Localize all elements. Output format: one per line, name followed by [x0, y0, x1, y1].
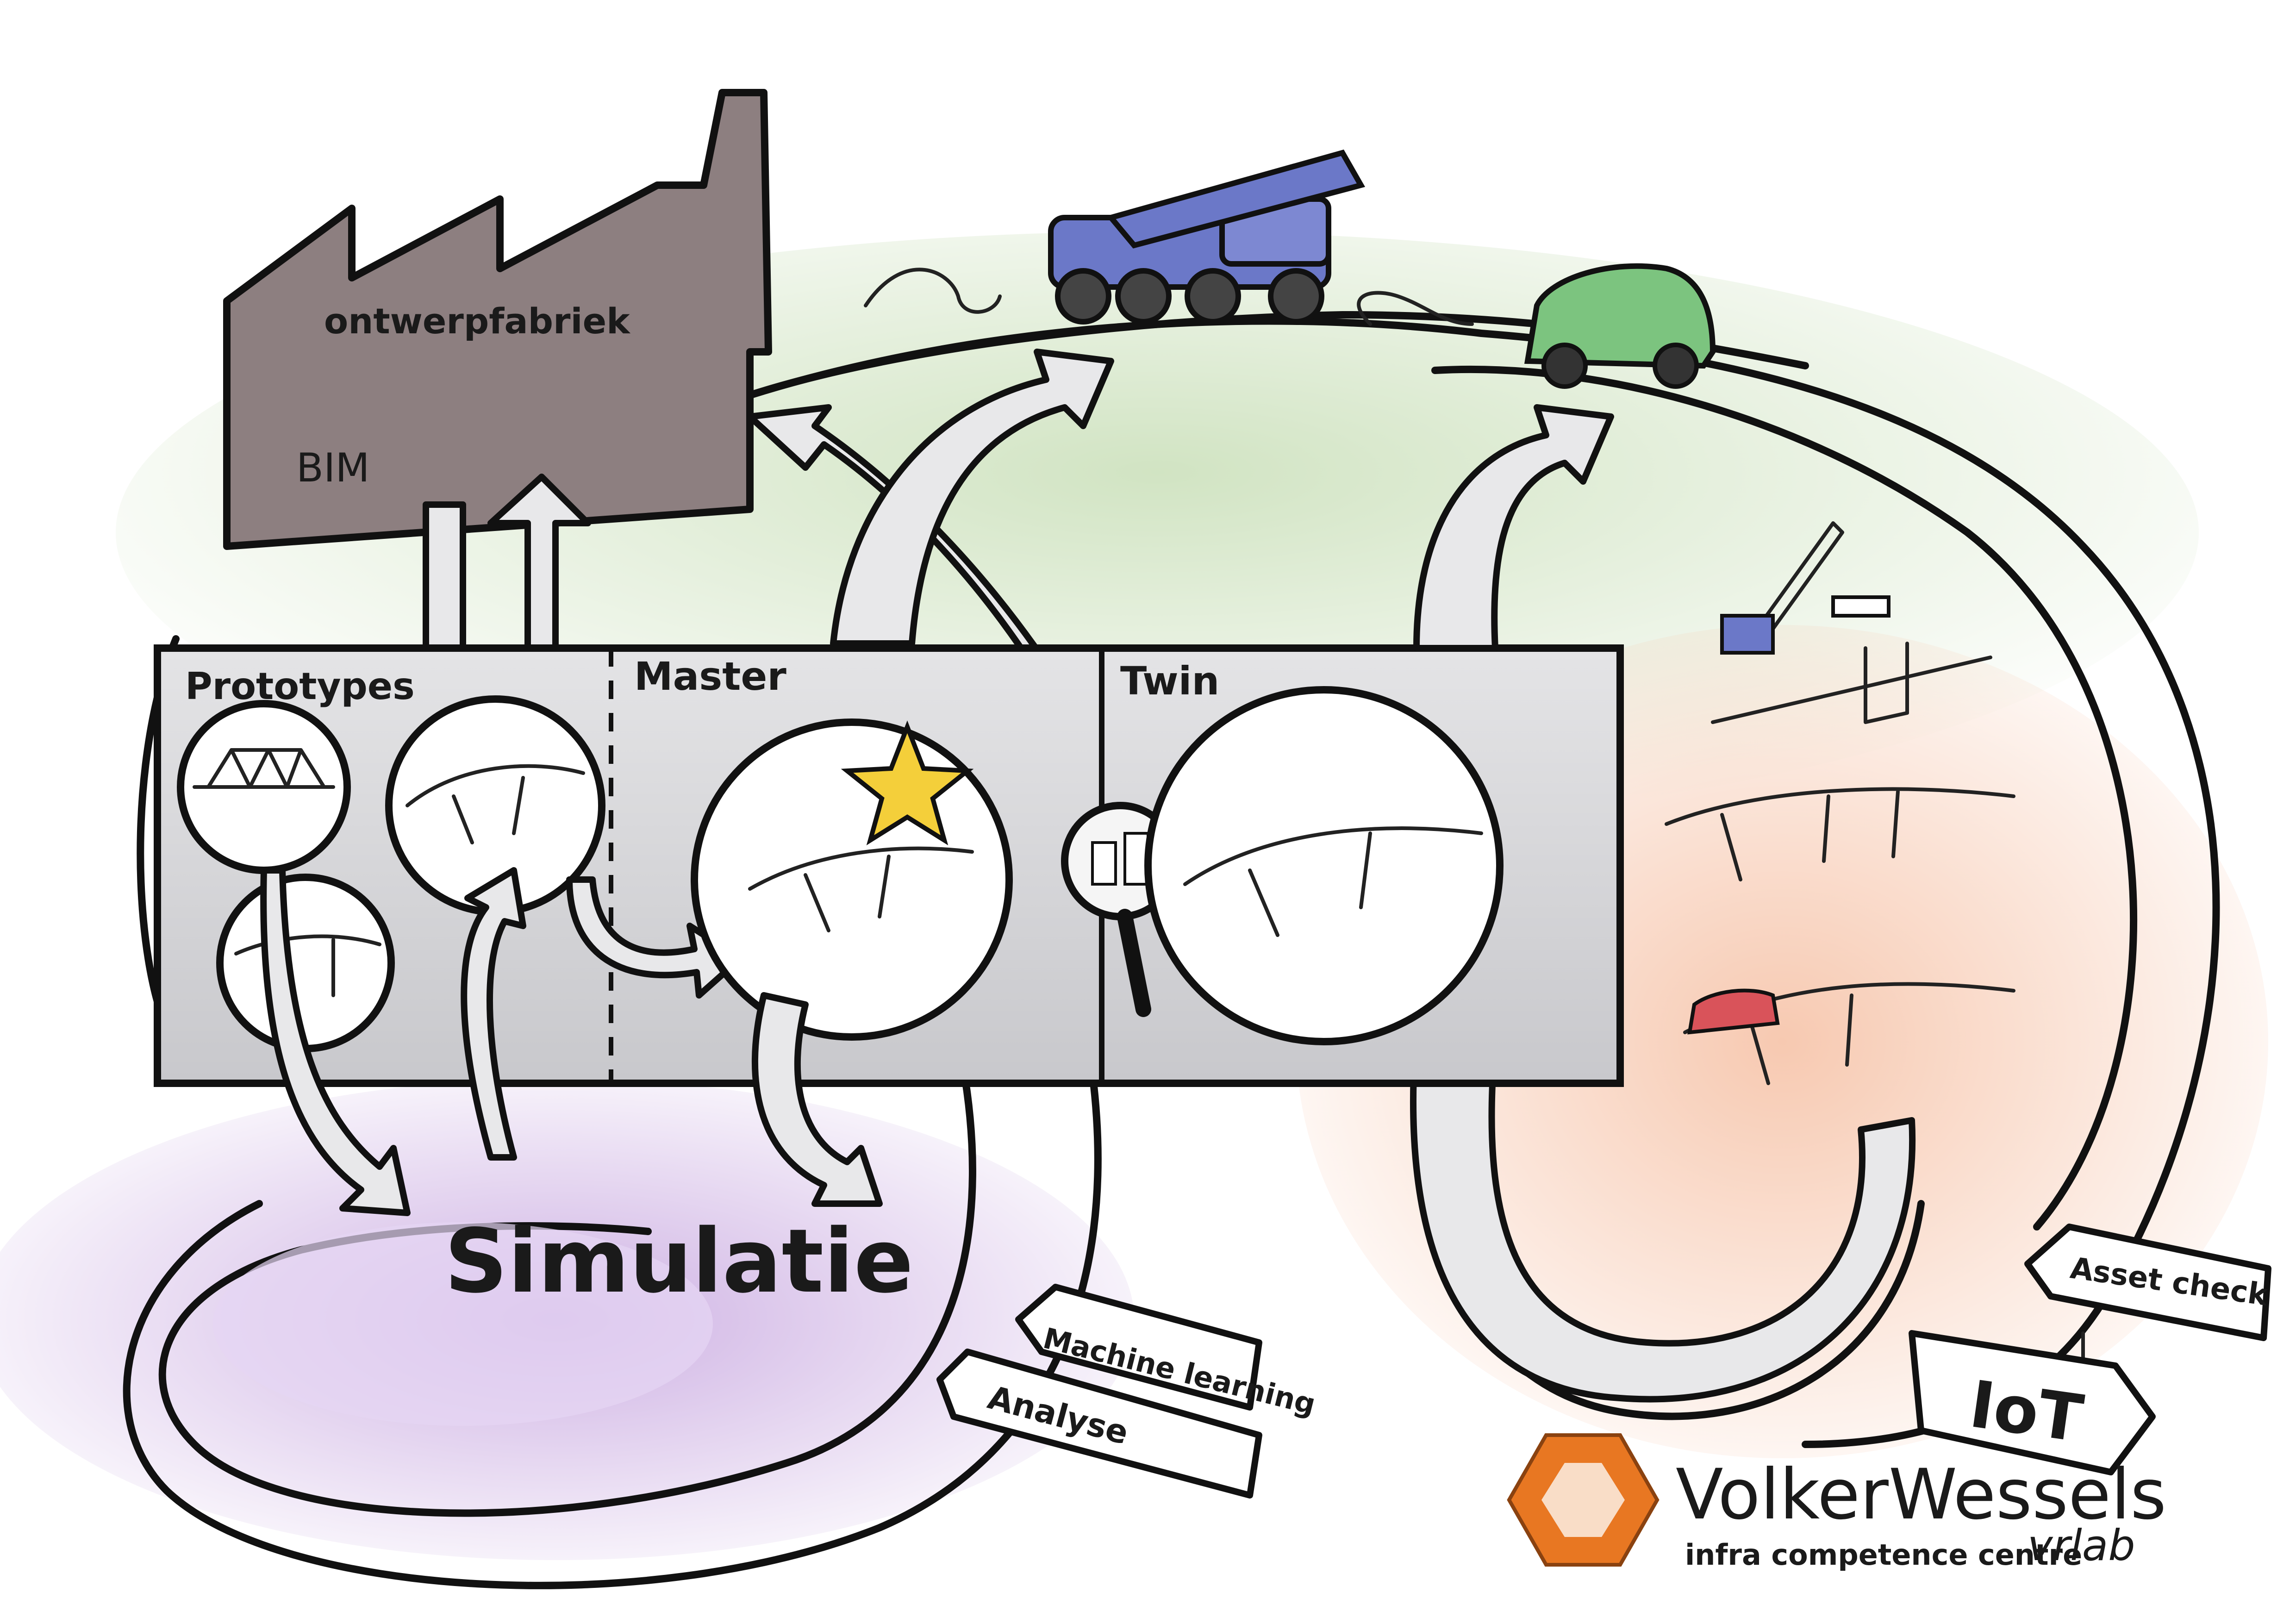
master-bubble — [691, 718, 1013, 1207]
section-label-master: Master — [634, 654, 786, 699]
twin-loop — [1367, 960, 1916, 1403]
section-label-prototypes: Prototypes — [185, 665, 415, 708]
bridge-icon — [216, 874, 395, 1052]
section-label-twin: Twin — [1120, 658, 1219, 704]
twin-bubble — [1144, 686, 1504, 1045]
logo-tagline: infra competence centre — [1685, 1538, 2082, 1572]
star-icon — [841, 720, 974, 846]
crane-truck-icon — [1048, 149, 1366, 325]
red-car-icon — [1687, 988, 1780, 1035]
iot-sign: IoT — [1909, 1330, 2156, 1475]
simulatie-label: Simulatie — [444, 1210, 913, 1312]
prototype-bubbles — [177, 695, 744, 1216]
signature: vrlab — [2028, 1521, 2135, 1570]
factory-subtitle: BIM — [296, 445, 370, 491]
signature-text: vrlab — [2028, 1521, 2135, 1570]
volkerwessels-logo: VolkerWessels infra competence centre — [1507, 1433, 2166, 1572]
factory-title: ontwerpfabriek — [324, 300, 630, 342]
hill-arrows — [830, 349, 1614, 651]
asset-check-sign: Asset check — [2024, 1224, 2271, 1341]
factory-icon: ontwerpfabriek BIM — [223, 89, 772, 550]
logo-name: VolkerWessels — [1676, 1455, 2166, 1535]
iot-label: IoT — [1965, 1367, 2087, 1457]
green-car-icon — [1524, 263, 1716, 389]
construction-crane-icon — [1711, 521, 1992, 724]
